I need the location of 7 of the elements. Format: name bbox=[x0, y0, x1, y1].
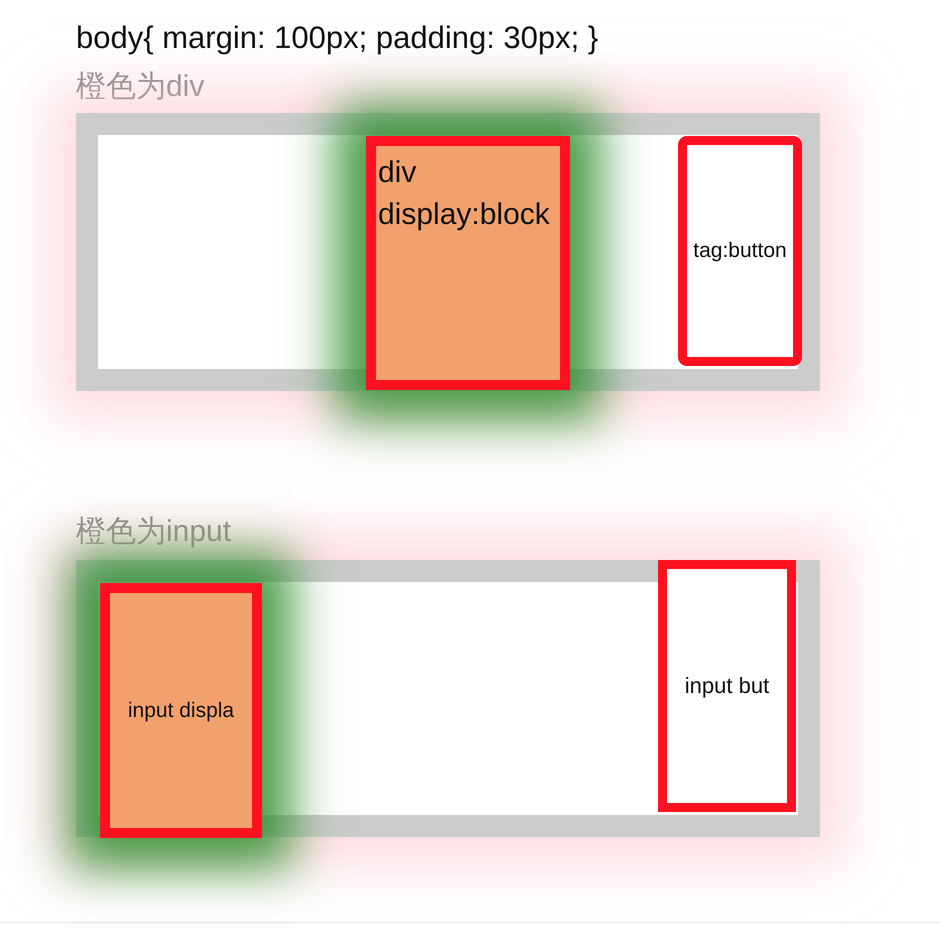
section-heading: 橙色为input bbox=[76, 517, 232, 547]
highlighted-element-box: input displa bbox=[100, 583, 262, 838]
button-box: tag:button bbox=[678, 136, 802, 366]
button-box: input but bbox=[658, 560, 796, 812]
title: body{ margin: 100px; padding: 30px; } bbox=[76, 22, 598, 53]
section-heading: 橙色为div bbox=[76, 72, 204, 102]
highlighted-element-box: div display:block bbox=[366, 136, 570, 390]
